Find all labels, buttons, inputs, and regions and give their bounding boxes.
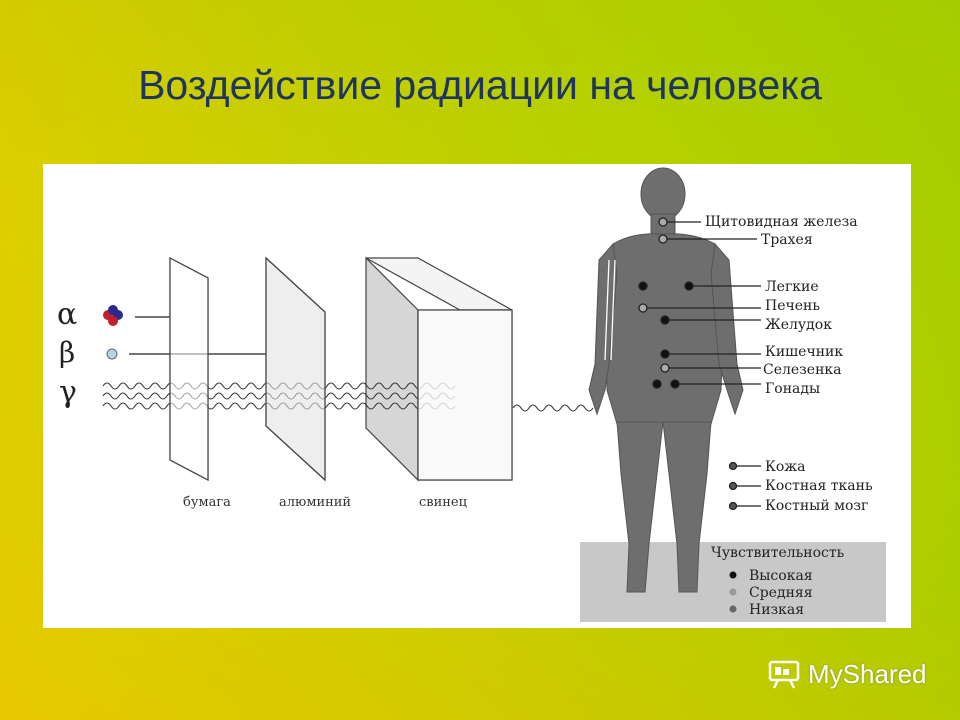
logo-text: MyShared	[808, 658, 927, 689]
organ-label-bone-tissue: Костная ткань	[765, 478, 873, 494]
legend-dot-medium	[729, 588, 737, 596]
organ-label-gonads: Гонады	[765, 381, 820, 397]
alpha-symbol: α	[57, 297, 77, 332]
slide-title: Воздействие радиации на человека	[138, 62, 822, 108]
organ-label-skin: Кожа	[765, 459, 806, 475]
diagram-panel: α β γ	[43, 164, 911, 628]
organ-label-trachea: Трахея	[761, 232, 813, 248]
human-body-figure	[588, 167, 744, 593]
organ-label-bone-marrow: Костный мозг	[765, 498, 868, 514]
label-aluminium: алюминий	[279, 495, 351, 510]
arm-bones	[604, 259, 616, 361]
beta-symbol: β	[59, 336, 75, 369]
legend-dot-low	[729, 605, 737, 613]
paper-sheet-front	[169, 257, 209, 481]
label-paper: бумага	[183, 495, 231, 510]
organ-markers	[638, 217, 761, 511]
aluminium-sheet-front	[265, 256, 326, 482]
projector-icon	[768, 660, 800, 689]
beta-particle-icon	[106, 348, 118, 360]
legend-high: Высокая	[749, 568, 813, 584]
legend-low: Низкая	[749, 602, 804, 618]
organ-label-intestine: Кишечник	[765, 344, 843, 360]
label-lead: свинец	[419, 495, 467, 510]
organ-label-spleen: Селезенка	[763, 362, 842, 378]
alpha-particle-icon	[103, 305, 123, 326]
organ-label-lungs: Легкие	[765, 279, 819, 295]
legend-medium: Средняя	[749, 585, 813, 601]
radiation-diagram: α β γ	[57, 167, 886, 622]
legend-dot-high	[729, 571, 737, 579]
organ-label-stomach: Желудок	[765, 317, 832, 333]
myshared-logo: MyShared	[768, 657, 927, 691]
lead-block-front	[417, 309, 513, 481]
organ-label-thyroid: Щитовидная железа	[705, 214, 858, 230]
legend-title: Чувствительность	[711, 545, 845, 561]
gamma-symbol: γ	[59, 375, 77, 410]
organ-label-liver: Печень	[765, 298, 820, 314]
